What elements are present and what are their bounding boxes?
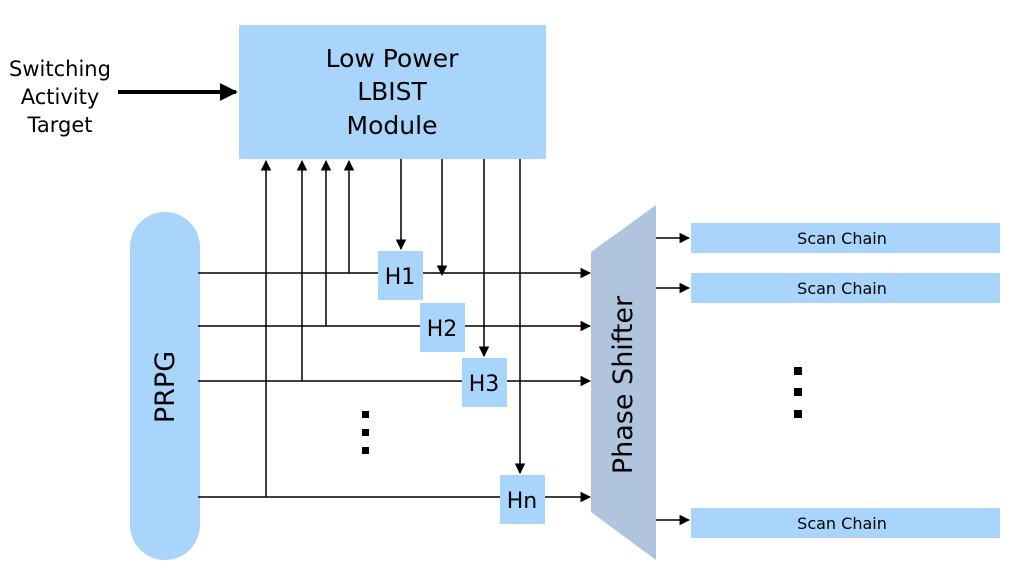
prpg: PRPG (130, 212, 200, 560)
input-line-2: Activity (21, 85, 100, 109)
h-block-h1: H1 (378, 251, 423, 300)
ellipsis-dot (794, 388, 802, 396)
ellipsis-dot (794, 410, 802, 418)
h-block-label: H2 (427, 317, 458, 342)
scan-chain-2: Scan Chain (691, 273, 1000, 303)
scan-chain-label: Scan Chain (797, 279, 887, 298)
scan-chain-box (691, 273, 1000, 303)
h-block-hn: Hn (500, 475, 545, 524)
h-block-box (500, 475, 545, 524)
scan-chain-3: Scan Chain (691, 508, 1000, 538)
switching-activity-target-label: Switching Activity Target (9, 57, 111, 137)
prpg-outputs (198, 267, 592, 503)
module-line-2: LBIST (357, 77, 427, 106)
scan-chain-box (691, 508, 1000, 538)
ellipsis-dot (362, 447, 369, 454)
h-block-label: H1 (385, 265, 416, 290)
feedback-lines (260, 159, 355, 497)
h-block-h3: H3 (462, 358, 507, 407)
phase-shifter-outputs (656, 232, 691, 526)
scan-chains-ellipsis (794, 367, 802, 418)
ellipsis-dot (794, 367, 802, 375)
module-line-3: Module (347, 111, 438, 140)
phase-shifter-label: Phase Shifter (608, 295, 639, 474)
scan-chain-1: Scan Chain (691, 223, 1000, 253)
scan-chain-label: Scan Chain (797, 229, 887, 248)
module-line-1: Low Power (326, 44, 459, 73)
ellipsis-dot (362, 411, 369, 418)
lbist-module-box (239, 25, 546, 159)
lbist-module: Low Power LBIST Module (239, 25, 546, 159)
input-line-1: Switching (9, 57, 111, 81)
prpg-label: PRPG (150, 351, 181, 423)
ellipsis-dot (362, 429, 369, 436)
scan-chain-label: Scan Chain (797, 514, 887, 533)
h-block-box (420, 303, 465, 352)
prpg-shape (130, 212, 200, 560)
scan-chain-box (691, 223, 1000, 253)
input-line-3: Target (27, 113, 93, 137)
h-block-box (462, 358, 507, 407)
phase-shifter: Phase Shifter (591, 205, 656, 560)
h-block-h2: H2 (420, 303, 465, 352)
control-lines (395, 159, 526, 475)
h-block-box (378, 251, 423, 300)
h-block-label: H3 (469, 372, 500, 397)
h-block-label: Hn (507, 489, 538, 514)
h-blocks-ellipsis (362, 411, 369, 454)
phase-shifter-shape (591, 205, 656, 560)
